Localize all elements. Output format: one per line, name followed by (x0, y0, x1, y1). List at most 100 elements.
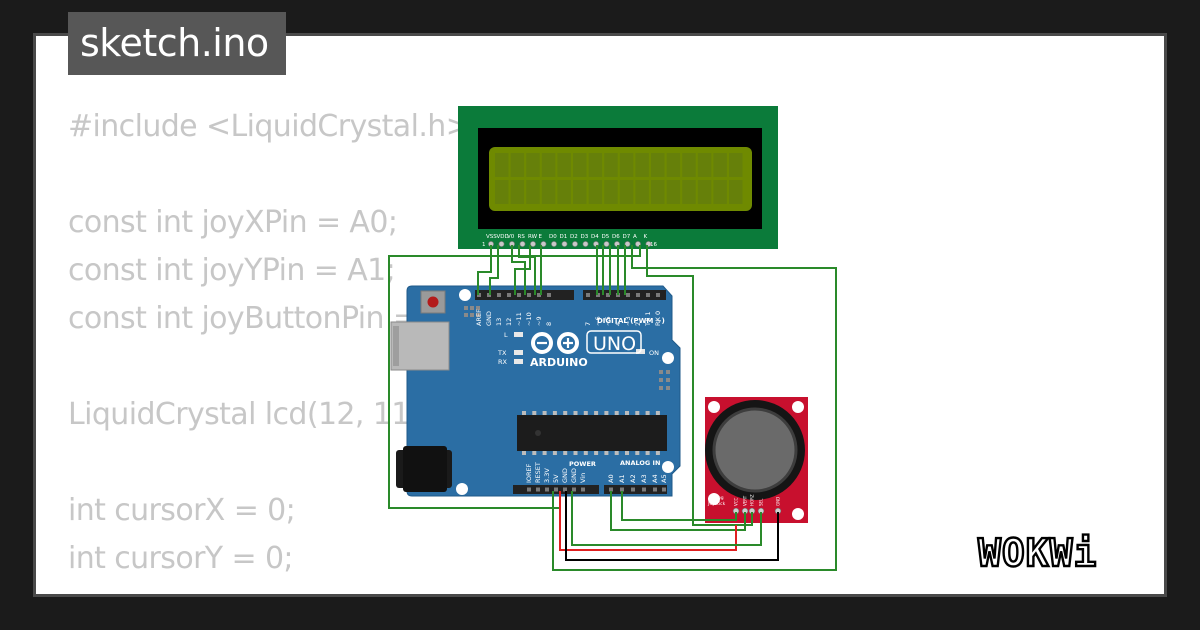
power-pin[interactable] (527, 487, 531, 492)
lcd-pin[interactable] (603, 241, 610, 247)
lcd-pin[interactable] (519, 241, 526, 247)
header-pin[interactable] (626, 293, 630, 297)
analog-pin-label: A4 (651, 474, 659, 483)
svg-text:L: L (504, 331, 508, 339)
lcd-cell (651, 180, 665, 204)
lcd-pin[interactable] (551, 241, 557, 247)
digital-pin-label: TX 1 (644, 311, 652, 327)
lcd-pin[interactable] (498, 241, 505, 247)
lcd-pin[interactable] (582, 241, 589, 247)
lcd-cell (573, 153, 587, 177)
rx-led (514, 359, 523, 364)
lcd-pin-label: VSS (486, 234, 497, 240)
digital-pin-label: 7 (584, 322, 592, 326)
header-pin[interactable] (507, 293, 511, 297)
digital-pin-label: ~9 (535, 316, 543, 326)
power-pin[interactable] (563, 487, 567, 492)
header-pin[interactable] (497, 293, 501, 297)
header-pin[interactable] (646, 293, 650, 297)
power-pin[interactable] (572, 487, 576, 492)
lcd-cell (729, 153, 743, 177)
lcd-pin[interactable] (540, 241, 547, 247)
lcd-pin[interactable] (530, 241, 536, 247)
analog-pin[interactable] (620, 487, 624, 492)
lcd-pin[interactable] (561, 241, 568, 247)
joystick-pin-label: GND (776, 497, 781, 506)
lcd-cell (604, 180, 618, 204)
lcd-cell (541, 180, 556, 204)
wire-joy-vcc (559, 491, 737, 551)
header-pin[interactable] (586, 293, 590, 297)
analog-label: ANALOG IN (620, 459, 660, 467)
power-pin[interactable] (581, 487, 585, 492)
header-pin[interactable] (547, 293, 551, 297)
uno-badge (586, 330, 642, 354)
power-pin[interactable] (545, 487, 549, 492)
lcd-pin-label: K (644, 234, 648, 240)
analog-pin-label: A0 (607, 474, 615, 483)
digital-pin-label: 13 (495, 318, 503, 326)
power-pin-label: IOREF (525, 463, 533, 483)
code-line: const int joyYPin = A1; (68, 253, 396, 288)
digital-pin-label: RX 0 (654, 311, 662, 326)
digital-pin-label: ~10 (525, 312, 533, 326)
power-pin[interactable] (554, 487, 558, 492)
lcd-cell (666, 180, 681, 204)
filename-tab[interactable]: sketch.ino (68, 12, 286, 75)
lcd-pin[interactable] (572, 241, 578, 247)
lcd-pin-label: RS (518, 234, 526, 240)
code-line: #include <LiquidCrystal.h> (68, 109, 471, 144)
analog-pin[interactable] (609, 487, 613, 492)
lcd-cell (697, 153, 712, 177)
lcd-pin[interactable] (624, 241, 631, 247)
header-pin[interactable] (636, 293, 640, 297)
lcd-cell (619, 153, 634, 177)
lcd-pin-label: VDD (497, 234, 509, 240)
arduino-infinity-icon (531, 332, 579, 354)
lcd-cell (588, 180, 603, 204)
joystick-pin-label: HORZ (750, 494, 755, 506)
digital-pin-label: 12 (505, 318, 513, 326)
lcd-cell (635, 153, 649, 177)
analog-pin[interactable] (631, 487, 635, 492)
lcd-cell (682, 180, 696, 204)
lcd-cell (635, 180, 649, 204)
joystick-knob[interactable] (712, 407, 798, 493)
mount-hole (792, 508, 804, 520)
joystick-label: Analog Joystick (707, 495, 726, 507)
lcd-pin-label: V0 (507, 234, 515, 240)
power-label: POWER (569, 460, 596, 468)
header-pin[interactable] (527, 293, 531, 297)
analog-pin-label: A1 (618, 474, 626, 483)
wire-joy-horz (610, 491, 746, 531)
analog-pin[interactable] (642, 487, 646, 492)
svg-text:ON: ON (649, 349, 659, 357)
code-line: int cursorX = 0; (68, 493, 296, 528)
analog-pin-label: A2 (629, 474, 637, 483)
wires (388, 245, 837, 571)
mount-hole (708, 493, 720, 505)
header-pin[interactable] (517, 293, 521, 297)
lcd-pin-label: D2 (570, 234, 578, 240)
wire-lcd-vss (477, 245, 492, 295)
lcd-cell (495, 180, 509, 204)
analog-pin-label: A3 (640, 474, 648, 483)
lcd-cell (526, 153, 540, 177)
header-pin[interactable] (656, 293, 660, 297)
power-pin-label: 5V (552, 474, 560, 483)
analog-pin[interactable] (662, 487, 666, 492)
digital-pin-label: 4 (614, 322, 622, 326)
power-pin[interactable] (536, 487, 540, 492)
lcd-cell (666, 153, 681, 177)
lcd-pin-label: A (633, 234, 637, 240)
lcd-cell (495, 153, 509, 177)
header-pin[interactable] (606, 293, 610, 297)
board-brand: ARDUINO (530, 356, 588, 369)
board-model: UNO (593, 333, 636, 355)
analog-pin[interactable] (653, 487, 657, 492)
header-pin[interactable] (537, 293, 541, 297)
lcd-pin-header (488, 241, 652, 247)
